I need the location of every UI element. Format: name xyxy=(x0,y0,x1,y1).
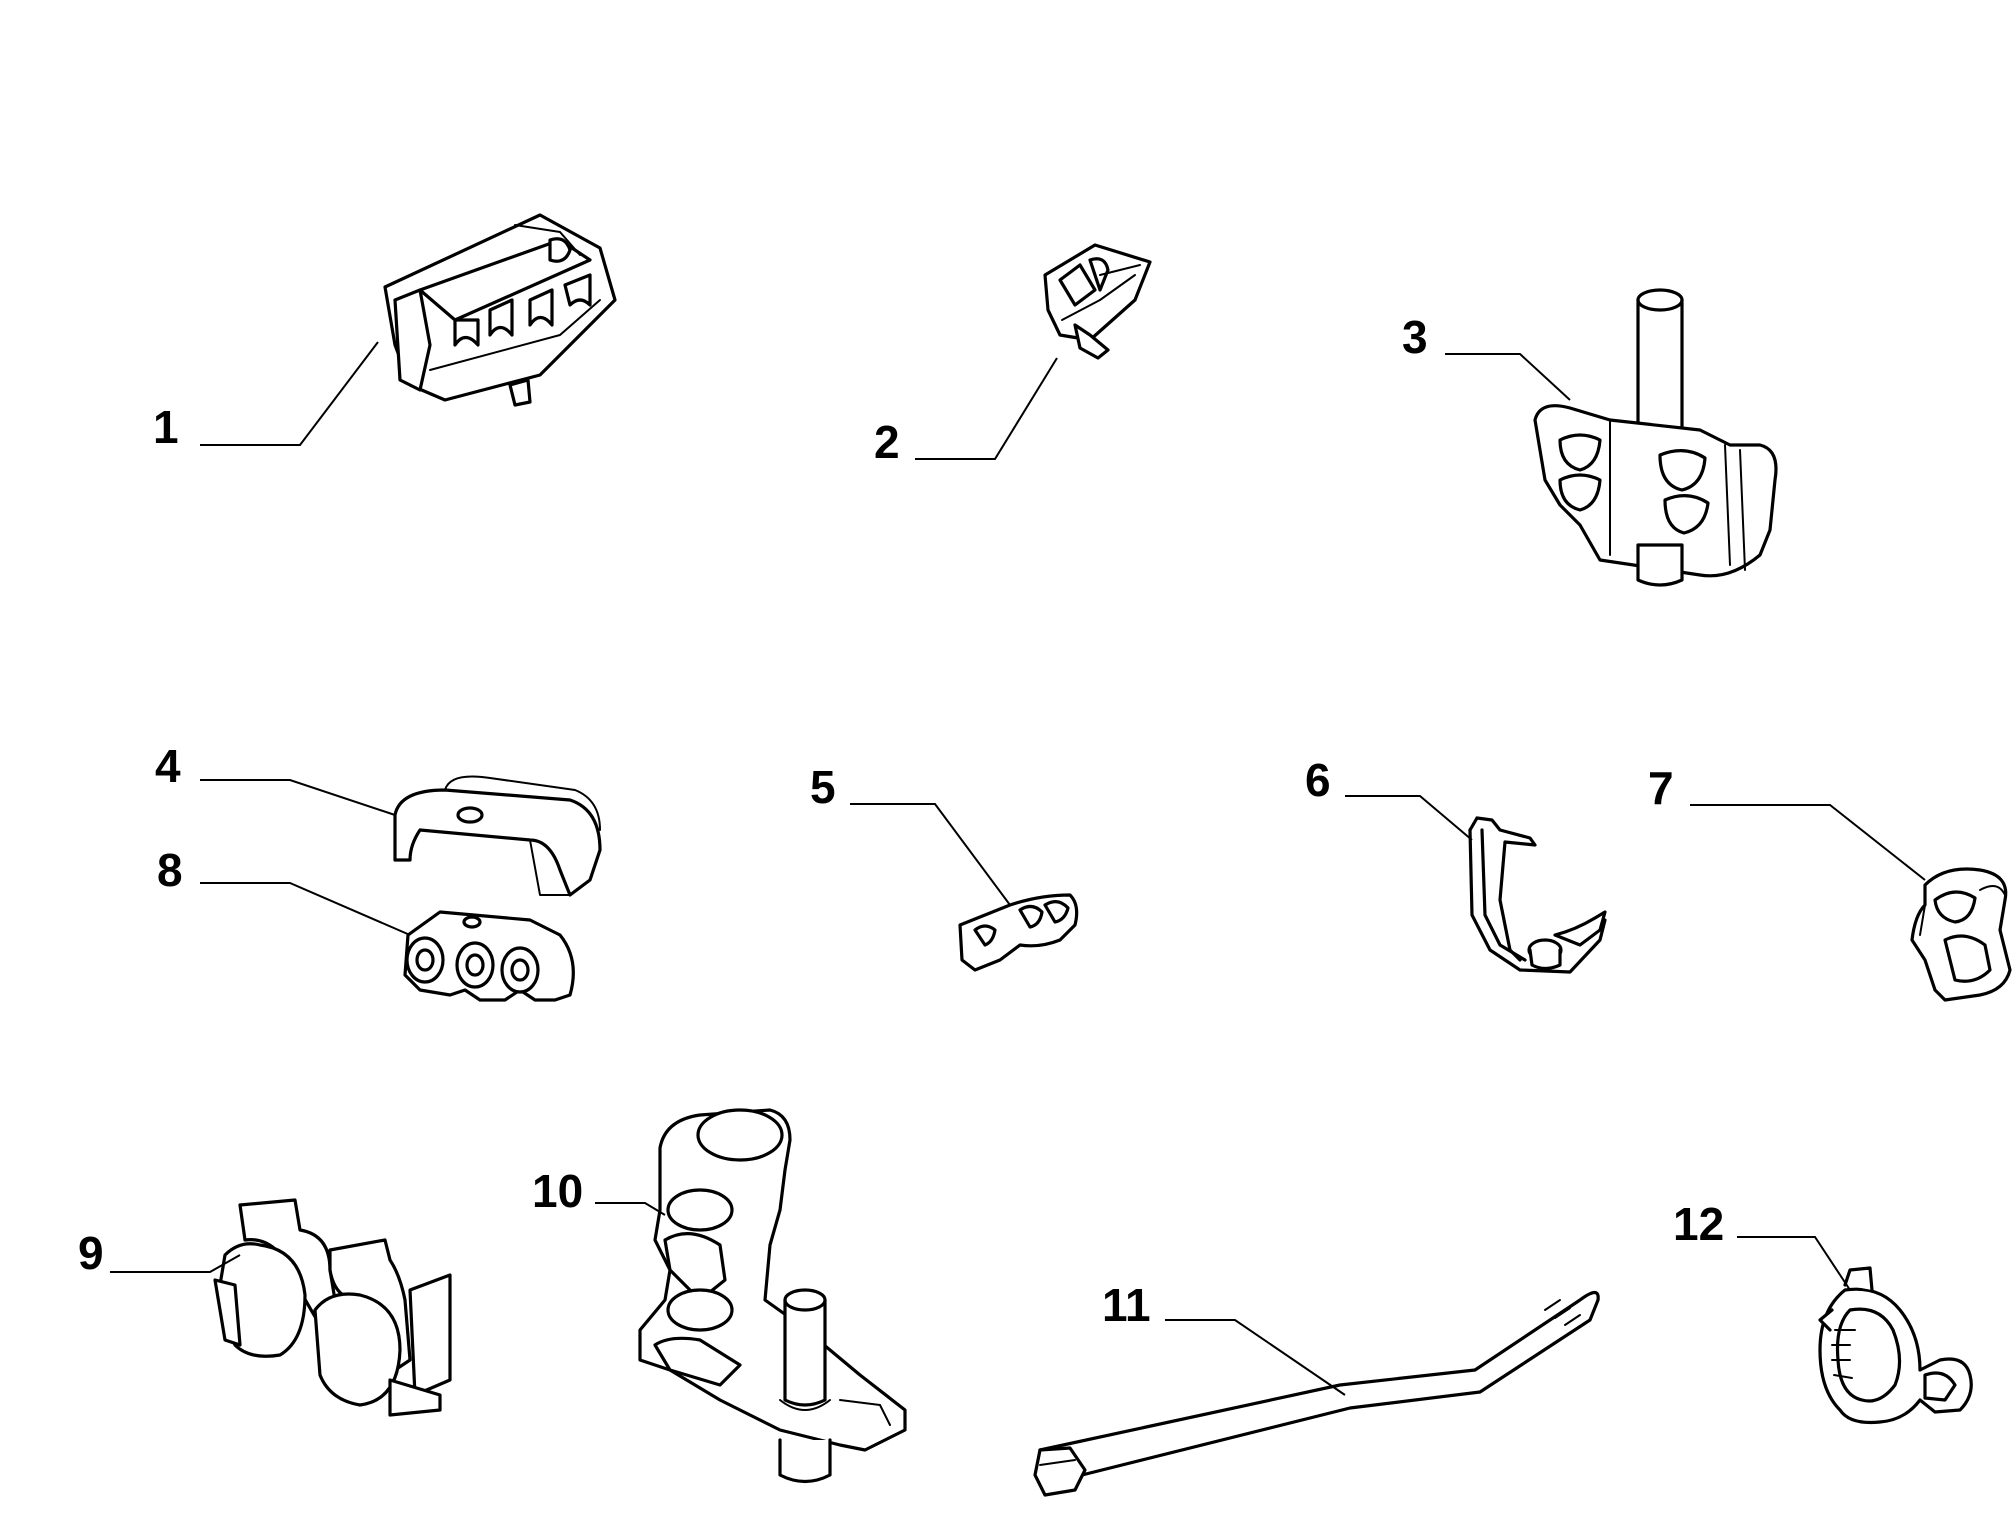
part-1-pipe-holder xyxy=(383,213,617,407)
leader-lines xyxy=(110,341,1926,1396)
leader-6 xyxy=(1345,795,1473,841)
callout-8: 8 xyxy=(157,844,183,896)
callout-11: 11 xyxy=(1102,1279,1151,1331)
part-10-stacked-clip-with-stud xyxy=(638,1108,907,1484)
part-6-wire-bracket xyxy=(1468,816,1607,974)
part-7-clip xyxy=(1910,867,2012,1002)
leader-2 xyxy=(915,357,1058,460)
callout-9: 9 xyxy=(78,1227,104,1279)
callout-10: 10 xyxy=(532,1165,583,1217)
leader-12 xyxy=(1737,1236,1851,1291)
part-9-double-ring-clip xyxy=(213,1198,452,1417)
part-4-arched-clip xyxy=(393,775,602,897)
callout-6: 6 xyxy=(1305,754,1331,806)
leader-11 xyxy=(1165,1319,1346,1396)
callout-4: 4 xyxy=(155,740,181,792)
part-5-small-double-clip xyxy=(958,893,1079,972)
part-11-cable-tie xyxy=(1033,1290,1600,1497)
leader-10 xyxy=(595,1202,666,1216)
callout-labels: 1 2 3 4 5 6 7 8 9 10 11 12 xyxy=(78,311,1724,1331)
leader-7 xyxy=(1690,804,1926,881)
part-2-small-clip xyxy=(1043,243,1152,360)
callout-12: 12 xyxy=(1673,1198,1724,1250)
leader-4 xyxy=(200,779,396,816)
callout-7: 7 xyxy=(1648,762,1674,814)
part-8-triple-clip xyxy=(403,910,575,1002)
callout-1: 1 xyxy=(153,401,179,453)
leader-3 xyxy=(1445,353,1571,401)
part-12-hose-clamp xyxy=(1818,1266,1973,1425)
leader-5 xyxy=(850,803,1011,906)
callout-5: 5 xyxy=(810,761,836,813)
part-3-stud-clamp xyxy=(1533,288,1778,587)
leader-9 xyxy=(110,1254,241,1273)
callout-2: 2 xyxy=(874,416,900,468)
leader-1 xyxy=(200,341,379,446)
callout-3: 3 xyxy=(1402,311,1428,363)
leader-8 xyxy=(200,882,411,936)
